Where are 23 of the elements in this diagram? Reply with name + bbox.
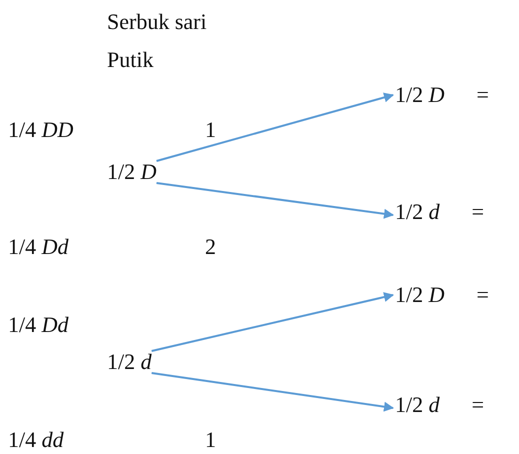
text-label: 1	[205, 427, 216, 453]
fraction-label: 1/2 D	[107, 159, 157, 185]
arrow	[156, 92, 394, 162]
arrow	[151, 292, 394, 352]
equals-sign: =	[472, 199, 484, 225]
fraction-label: 1/2 D	[395, 282, 445, 308]
fraction-label: 1/2 D	[395, 82, 445, 108]
fraction-label: 1/2 d	[395, 199, 440, 225]
fraction-label: 1/2 d	[395, 392, 440, 418]
text-label: 1	[205, 117, 216, 143]
text-label: Putik	[107, 47, 154, 73]
equals-sign: =	[472, 392, 484, 418]
arrow	[151, 372, 394, 412]
text-label: 1/4 Dd	[8, 312, 69, 338]
equals-sign: =	[476, 82, 489, 108]
text-label: 1/4 dd	[8, 427, 64, 453]
arrow	[156, 182, 394, 219]
text-label: Serbuk sari	[107, 9, 207, 35]
equals-sign: =	[476, 282, 489, 308]
text-label: 1/4 Dd	[8, 234, 69, 260]
fraction-label: 1/2 d	[107, 349, 152, 375]
text-label: 2	[205, 234, 216, 260]
text-label: 1/4 DD	[8, 117, 74, 143]
